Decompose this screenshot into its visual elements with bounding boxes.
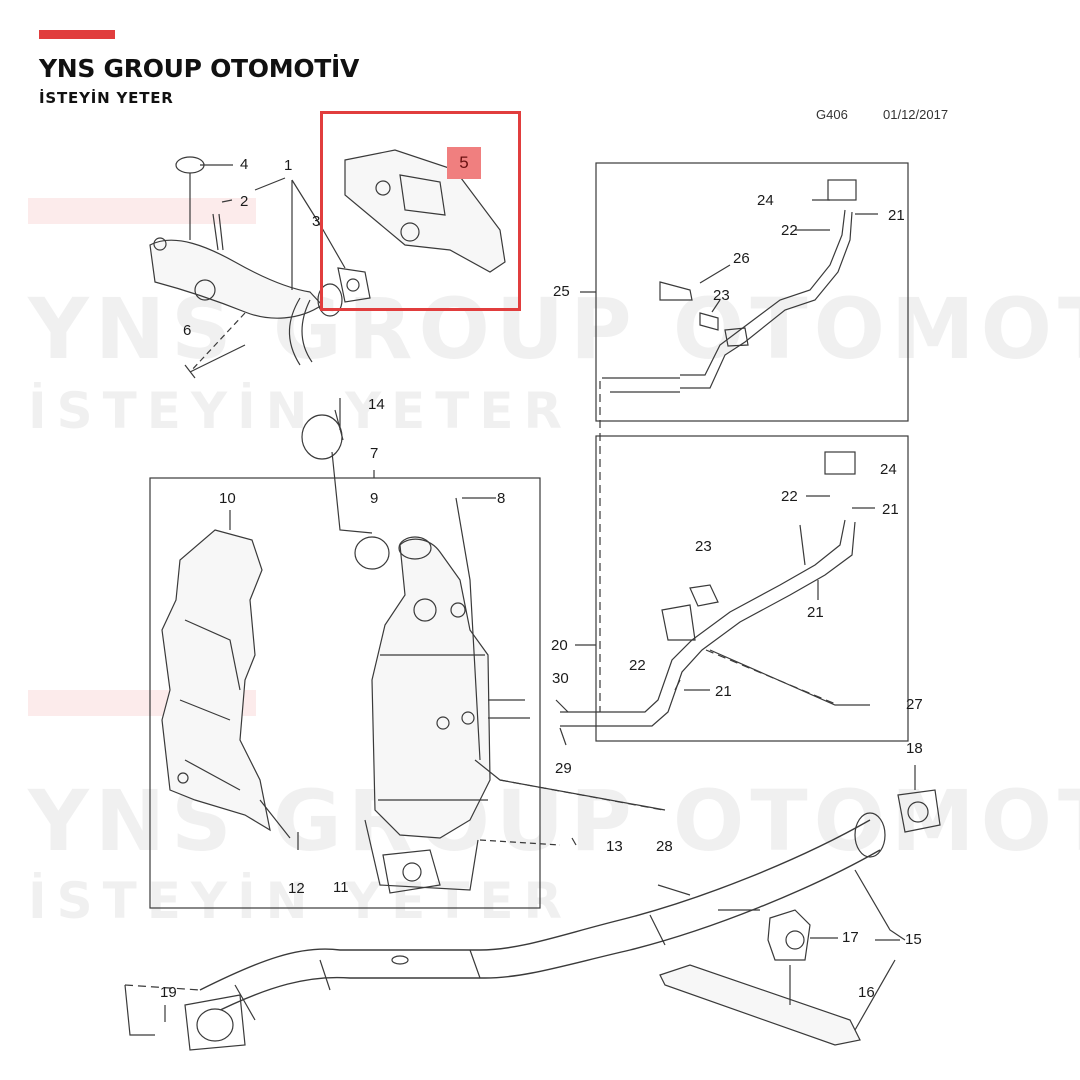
callout-26: 26 <box>733 250 750 267</box>
callout-23: 23 <box>695 538 712 555</box>
clamp-14 <box>301 414 343 460</box>
highlight-frame <box>320 111 521 311</box>
callout-21: 21 <box>882 501 899 518</box>
callout-17: 17 <box>842 929 859 946</box>
callout-30: 30 <box>552 670 569 687</box>
callout-20: 20 <box>551 637 568 654</box>
group-frame-7 <box>149 477 541 909</box>
callout-27: 27 <box>906 696 923 713</box>
callout-9: 9 <box>370 490 379 507</box>
callout-23: 23 <box>713 287 730 304</box>
sensor-harness-lower <box>555 451 875 746</box>
callout-10: 10 <box>219 490 236 507</box>
brand-subtitle: İSTEYİN YETER <box>39 89 174 107</box>
callout-12: 12 <box>288 880 305 897</box>
gasket-3 <box>337 267 371 303</box>
callout-22: 22 <box>629 657 646 674</box>
callout-29: 29 <box>555 760 572 777</box>
heat-shield-5 <box>344 149 506 273</box>
exhaust-pipe-15 <box>184 812 886 1051</box>
callout-28: 28 <box>656 838 673 855</box>
callout-25: 25 <box>553 283 570 300</box>
bracket-16 <box>659 964 861 1046</box>
callout-19: 19 <box>160 984 177 1001</box>
callout-3: 3 <box>312 213 321 230</box>
callout-15: 15 <box>905 931 922 948</box>
brand-title: YNS GROUP OTOMOTİV <box>39 54 360 83</box>
gasket-4 <box>175 156 205 174</box>
callout-22: 22 <box>781 488 798 505</box>
callout-highlighted-5: 5 <box>447 147 481 179</box>
callout-16: 16 <box>858 984 875 1001</box>
gasket-11 <box>382 849 441 894</box>
hanger-17 <box>767 909 811 961</box>
brand-accent-bar <box>39 30 115 39</box>
exhaust-manifold <box>149 237 343 366</box>
callout-14: 14 <box>368 396 385 413</box>
callout-21: 21 <box>807 604 824 621</box>
gasket-18 <box>897 789 941 833</box>
callout-18: 18 <box>906 740 923 757</box>
callout-24: 24 <box>757 192 774 209</box>
callout-8: 8 <box>497 490 506 507</box>
stud-2 <box>212 213 224 251</box>
group-frame-20 <box>595 435 909 742</box>
sensor-harness-upper <box>580 179 878 393</box>
group-frame-25 <box>595 162 909 422</box>
diagram-date: 01/12/2017 <box>883 107 949 122</box>
callout-1: 1 <box>284 157 293 174</box>
callout-7: 7 <box>370 445 379 462</box>
callout-22: 22 <box>781 222 798 239</box>
gasket-9 <box>354 536 390 570</box>
heat-shield-10 <box>161 529 271 832</box>
callout-21: 21 <box>715 683 732 700</box>
callout-24: 24 <box>880 461 897 478</box>
callout-13: 13 <box>606 838 623 855</box>
bolt-6 <box>184 344 246 379</box>
callout-4: 4 <box>240 156 249 173</box>
callout-11: 11 <box>333 879 349 896</box>
diagram-code: G406 <box>816 107 848 122</box>
particulate-filter <box>371 536 530 839</box>
callout-6: 6 <box>183 322 192 339</box>
callout-2: 2 <box>240 193 249 210</box>
callout-21: 21 <box>888 207 905 224</box>
